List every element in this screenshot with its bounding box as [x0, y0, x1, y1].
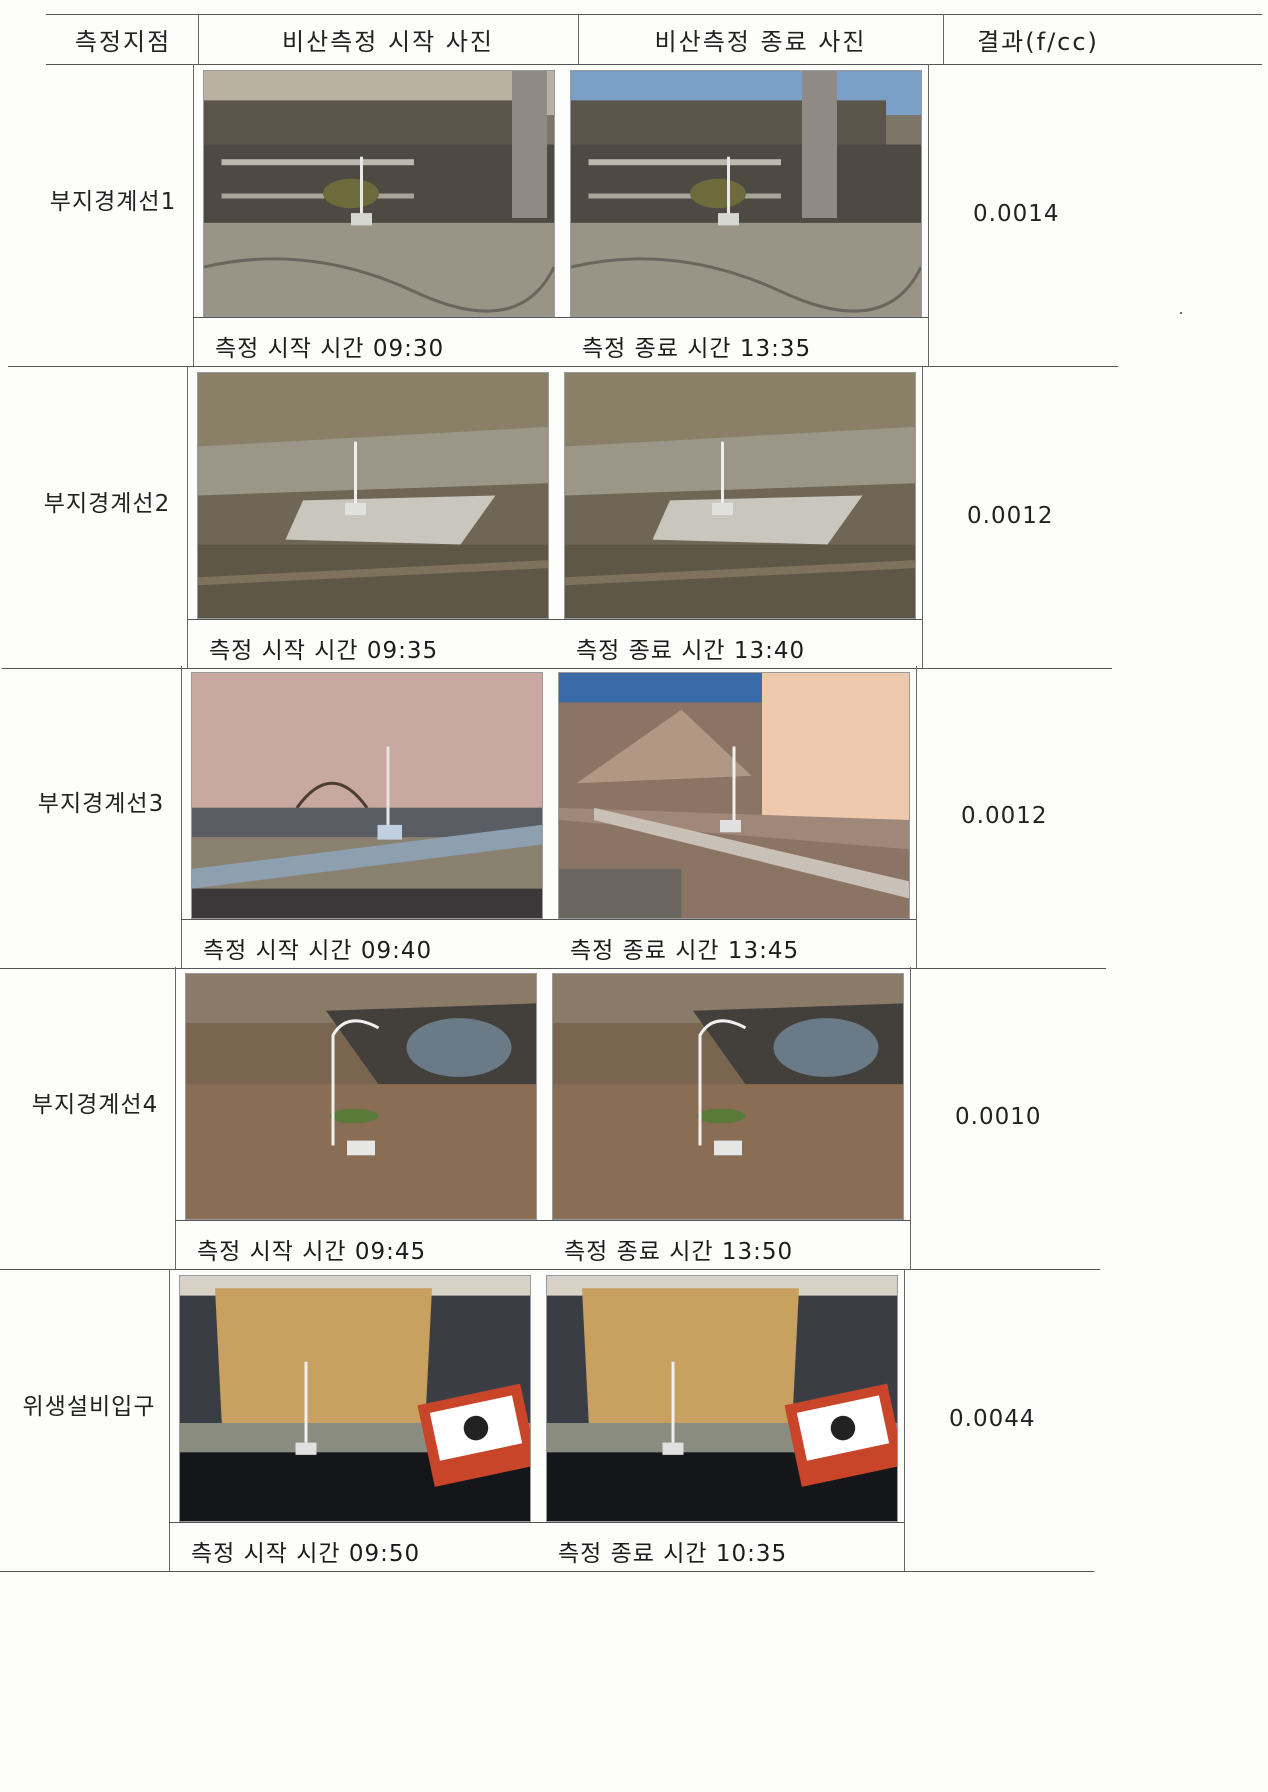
start-photo-illustration [192, 673, 542, 918]
start-time-caption: 측정 시작 시간 09:30 [215, 336, 445, 362]
start-time-caption: 측정 시작 시간 09:45 [197, 1239, 427, 1265]
measurement-location: 부지경계선3 [37, 791, 165, 817]
end-photo-illustration [547, 1276, 897, 1521]
header-divider [198, 14, 199, 64]
column-divider [181, 666, 182, 968]
table-header-row: 측정지점 비산측정 시작 사진 비산측정 종료 사진 결과(f/cc) [18, 14, 1260, 64]
start-time-caption: 측정 시작 시간 09:40 [203, 938, 433, 964]
end-photo-illustration [571, 71, 921, 316]
result-value: 0.0012 [967, 503, 1054, 529]
table-row: 부지경계선3 측정 시작 시간 09:40 측정 종료 시간 13: [0, 666, 1260, 969]
row-bottom-border [8, 366, 1118, 367]
header-result: 결과(f/cc) [977, 27, 1099, 56]
asbestos-measurement-table: 측정지점 비산측정 시작 사진 비산측정 종료 사진 결과(f/cc) 부지경계… [0, 14, 1262, 1792]
column-divider [922, 366, 923, 668]
column-divider [187, 366, 188, 668]
end-time-caption: 측정 종료 시간 13:45 [570, 938, 800, 964]
start-photo-illustration [180, 1276, 530, 1521]
start-photo [179, 1275, 531, 1522]
caption-top-border [181, 919, 916, 920]
column-divider [928, 64, 929, 366]
measurement-location: 부지경계선2 [43, 491, 171, 517]
result-value: 0.0044 [949, 1406, 1036, 1432]
start-photo-illustration [198, 373, 548, 618]
end-photo-illustration [565, 373, 915, 618]
start-photo [185, 973, 537, 1220]
row-bottom-border [2, 668, 1112, 669]
end-photo [564, 372, 916, 619]
end-photo [558, 672, 910, 919]
end-photo-illustration [559, 673, 909, 918]
start-time-caption: 측정 시작 시간 09:35 [209, 638, 439, 664]
column-divider [193, 64, 194, 366]
start-photo [203, 70, 555, 317]
header-divider [943, 14, 944, 64]
start-photo-illustration [204, 71, 554, 316]
caption-top-border [169, 1522, 904, 1523]
result-value: 0.0012 [961, 803, 1048, 829]
scan-speck [1180, 312, 1182, 314]
row-bottom-border [0, 1269, 1100, 1270]
end-time-caption: 측정 종료 시간 13:40 [576, 638, 806, 664]
table-top-border [46, 14, 1262, 15]
caption-top-border [193, 317, 928, 318]
column-divider [916, 666, 917, 968]
measurement-location: 부지경계선1 [49, 189, 177, 215]
start-time-caption: 측정 시작 시간 09:50 [191, 1541, 421, 1567]
result-value: 0.0014 [973, 201, 1060, 227]
header-end-photo: 비산측정 종료 사진 [654, 27, 867, 56]
end-time-caption: 측정 종료 시간 13:50 [564, 1239, 794, 1265]
measurement-location: 부지경계선4 [31, 1092, 159, 1118]
column-divider [175, 967, 176, 1269]
end-time-caption: 측정 종료 시간 13:35 [582, 336, 812, 362]
column-divider [169, 1269, 170, 1571]
table-row: 부지경계선2 측정 시작 시간 09:35 측정 종료 시간 13: [2, 366, 1260, 669]
start-photo [191, 672, 543, 919]
column-divider [904, 1269, 905, 1571]
end-photo-illustration [553, 974, 903, 1219]
start-photo-illustration [186, 974, 536, 1219]
header-start-photo: 비산측정 시작 사진 [282, 27, 494, 56]
result-value: 0.0010 [955, 1104, 1042, 1130]
caption-top-border [175, 1220, 910, 1221]
row-bottom-border [0, 968, 1106, 969]
end-photo [570, 70, 922, 317]
measurement-location: 위생설비입구 [22, 1394, 156, 1420]
header-divider [578, 14, 579, 64]
table-row: 부지경계선4 측정 시작 시간 09:45 측정 종료 시간 13: [0, 967, 1260, 1270]
table-row: 부지경계선1 [8, 64, 1260, 367]
start-photo [197, 372, 549, 619]
caption-top-border [187, 619, 922, 620]
row-bottom-border [0, 1571, 1094, 1572]
column-divider [910, 967, 911, 1269]
end-time-caption: 측정 종료 시간 10:35 [558, 1541, 788, 1567]
header-bottom-border [46, 64, 1262, 65]
header-location: 측정지점 [74, 27, 172, 56]
end-photo [552, 973, 904, 1220]
table-row: 위생설비입구 [0, 1269, 1260, 1572]
end-photo [546, 1275, 898, 1522]
